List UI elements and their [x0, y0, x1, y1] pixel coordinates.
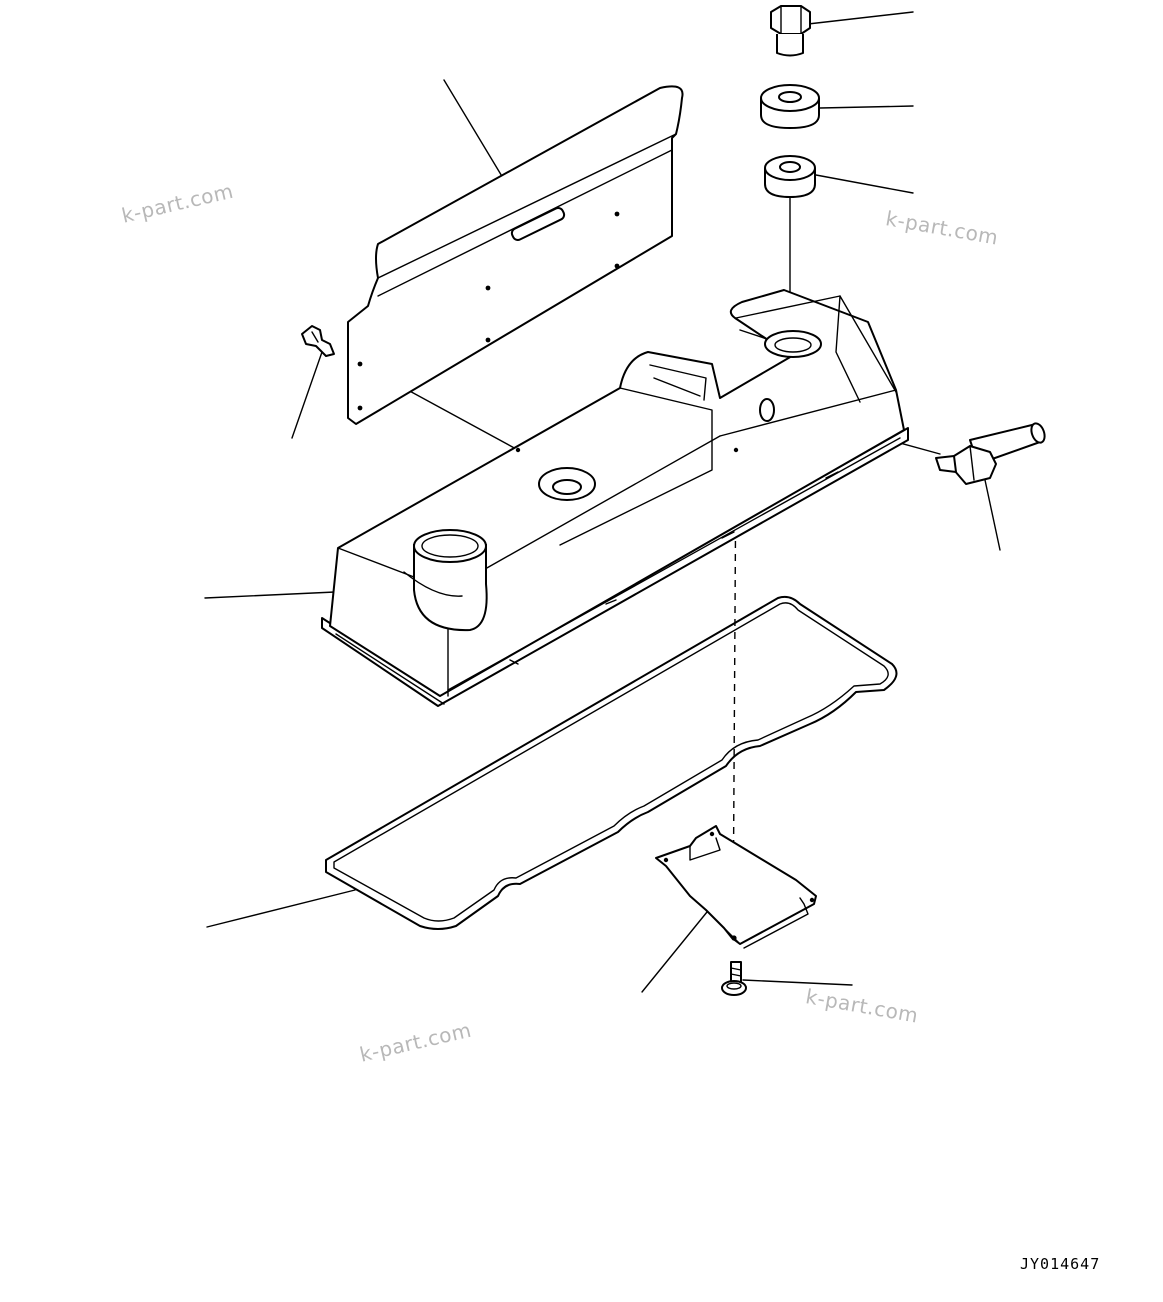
leader-line-mounting-bolt [742, 979, 853, 986]
leader-line-cover [204, 591, 336, 599]
leader-line-gasket [206, 889, 356, 928]
clip-icon [301, 325, 335, 357]
bracket-icon [655, 825, 817, 949]
leader-line-bracket [641, 911, 708, 993]
drawing-id-label: JY014647 [1020, 1255, 1101, 1273]
washer-upper-icon [760, 84, 820, 129]
leader-line-plate [443, 79, 504, 179]
leader-line-washer-upper [819, 105, 914, 109]
bolt-icon [770, 5, 811, 57]
leader-line-washer-lower [815, 174, 914, 194]
leader-line-bolt [807, 11, 914, 25]
washer-lower-icon [764, 155, 816, 198]
mounting-bolt-icon [721, 961, 747, 996]
head-cover-plate-icon [347, 85, 684, 425]
head-cover-icon [321, 289, 909, 707]
breather-elbow-icon [935, 422, 1046, 485]
head-cover-gasket-icon [325, 595, 898, 930]
leader-line-elbow [984, 479, 1001, 551]
leader-line-clip [291, 351, 323, 439]
